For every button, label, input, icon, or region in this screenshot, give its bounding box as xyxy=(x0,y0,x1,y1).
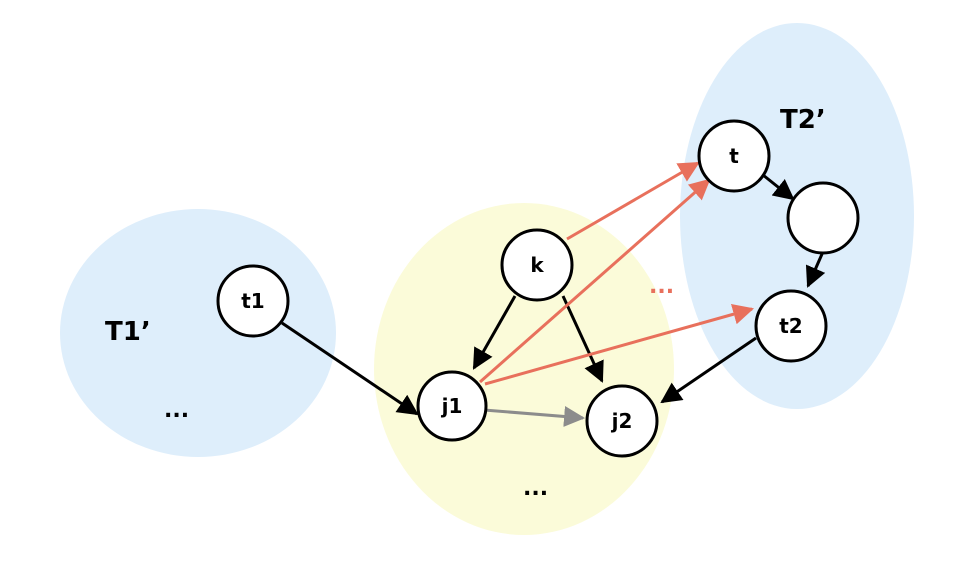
edge-j1-j2 xyxy=(483,406,586,427)
edge-t2-j2 xyxy=(660,336,757,404)
red-ellipsis: ... xyxy=(649,274,674,299)
node-blank xyxy=(786,181,860,255)
node-j1-label: j1 xyxy=(441,394,463,418)
node-k-label: k xyxy=(530,253,544,277)
node-t1-label: t1 xyxy=(241,289,264,313)
node-j2-label: j2 xyxy=(611,409,633,433)
node-t: t xyxy=(697,119,771,193)
node-t-label: t xyxy=(729,144,739,168)
node-t1: t1 xyxy=(216,264,290,338)
region-middle-ellipsis: ... xyxy=(523,476,548,501)
edge-j1-t xyxy=(479,178,711,384)
node-j1: j1 xyxy=(416,370,488,442)
region-middle xyxy=(374,203,674,535)
region-t1-ellipsis: ... xyxy=(164,398,189,423)
node-t2-label: t2 xyxy=(779,314,802,338)
edge-k-j2 xyxy=(561,295,604,383)
node-j2: j2 xyxy=(585,384,659,458)
region-t2-label: T2’ xyxy=(780,105,826,135)
edge-j1-t2 xyxy=(484,304,755,386)
node-k: k xyxy=(500,228,574,302)
edge-k-j1 xyxy=(472,295,517,370)
node-t2: t2 xyxy=(754,289,828,363)
edge-blank-t2 xyxy=(805,253,826,288)
edge-k-t xyxy=(566,161,700,241)
region-t1-label: T1’ xyxy=(105,317,151,347)
edge-t-blank xyxy=(762,173,795,201)
edge-t1-j1 xyxy=(281,321,419,416)
